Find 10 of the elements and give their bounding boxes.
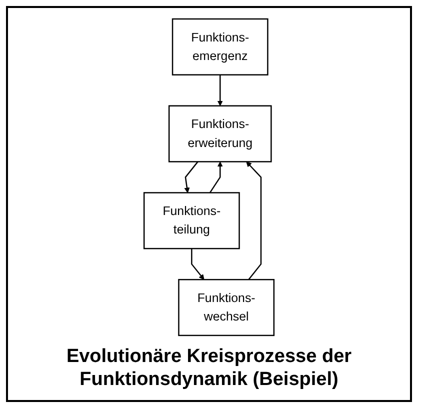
node-box: Funktions- emergenz — [172, 18, 268, 76]
node-box: Funktions- erweiterung — [168, 105, 272, 162]
arrow — [209, 161, 223, 194]
arrow — [246, 161, 262, 280]
arrow — [217, 74, 223, 106]
arrow — [191, 248, 204, 280]
arrow — [184, 161, 198, 193]
node-box: Funktions- wechsel — [178, 278, 275, 336]
caption: Evolutionäre Kreisprozesse der Funktionsdynamik (Beispiel) — [65, 346, 353, 392]
node-box: Funktions- teilung — [143, 192, 240, 250]
